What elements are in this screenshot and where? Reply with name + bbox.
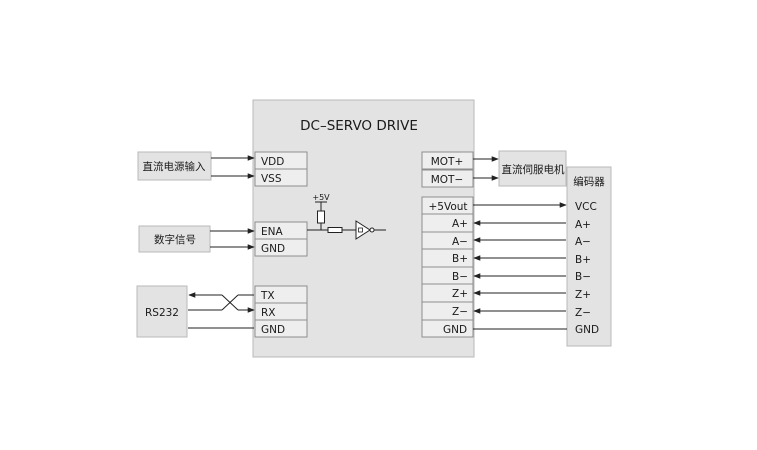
power-pin-group: VDD VSS: [254, 151, 308, 187]
pin-ena-label: ENA: [261, 226, 283, 238]
digital-signal-label: 数字信号: [154, 233, 196, 246]
pin-vss-label: VSS: [261, 173, 282, 185]
pin-mot-minus-label: MOT−: [431, 174, 464, 186]
dc-power-input-label: 直流电源输入: [143, 160, 206, 173]
pin-z-plus-label: Z+: [452, 288, 468, 300]
buffer-triangle: [355, 220, 371, 240]
digital-signal-box: [138, 225, 211, 253]
encoder-pin-group: +5Vout A+ A− B+ B− Z+ Z− GND: [421, 196, 474, 338]
encoder-title: 编码器: [573, 175, 605, 188]
drive-title: DC–SERVO DRIVE: [300, 118, 418, 134]
encoder-z-plus-label: Z+: [575, 289, 591, 301]
pin-signal-gnd: [254, 238, 308, 257]
pin-serial-gnd-label: GND: [261, 324, 285, 336]
motor-pin-group: MOT+ MOT−: [421, 151, 474, 188]
encoder-wires: [473, 202, 567, 330]
rs232-label: RS232: [145, 307, 179, 319]
pin-a-plus-label: A+: [452, 218, 468, 230]
pin-z-minus-label: Z−: [452, 306, 468, 318]
encoder-z-minus-label: Z−: [575, 307, 591, 319]
pin-vss: [254, 168, 308, 187]
encoder-b-plus-label: B+: [575, 254, 591, 266]
pullup-resistor: [317, 210, 325, 224]
pin-a-minus-label: A−: [452, 236, 468, 248]
dc-servo-motor-box: [498, 150, 567, 187]
pin-encoder-gnd-label: GND: [443, 324, 467, 336]
encoder-b-minus-label: B−: [575, 271, 591, 283]
encoder-box: [566, 166, 612, 347]
encoder-a-minus-label: A−: [575, 236, 591, 248]
series-resistor: [327, 227, 343, 233]
pin-serial-gnd: [254, 319, 308, 338]
rs232-box: [136, 285, 188, 338]
encoder-vcc-label: VCC: [575, 201, 597, 213]
pin-b-minus-label: B−: [452, 271, 468, 283]
signal-pin-group: ENA GND: [254, 221, 308, 257]
pin-mot-plus-label: MOT+: [431, 156, 464, 168]
encoder-a-plus-label: A+: [575, 219, 591, 231]
encoder-gnd-label: GND: [575, 324, 599, 336]
pin-5vout-label: +5Vout: [428, 201, 467, 213]
ena-buffer-circuit: +5V: [307, 193, 386, 240]
rs232-crossover-wires: [188, 292, 255, 329]
pin-signal-gnd-label: GND: [261, 243, 285, 255]
dc-servo-motor-label: 直流伺服电机: [502, 163, 565, 176]
pin-tx-label: TX: [260, 290, 275, 302]
pin-mot-plus: [421, 151, 474, 170]
pin-vdd-label: VDD: [261, 156, 284, 168]
pin-rx-label: RX: [261, 307, 276, 319]
dc-power-input-box: [137, 151, 212, 181]
serial-pin-group: TX RX GND: [254, 285, 308, 338]
pin-b-plus-label: B+: [452, 253, 468, 265]
pullup-label: +5V: [312, 193, 330, 202]
